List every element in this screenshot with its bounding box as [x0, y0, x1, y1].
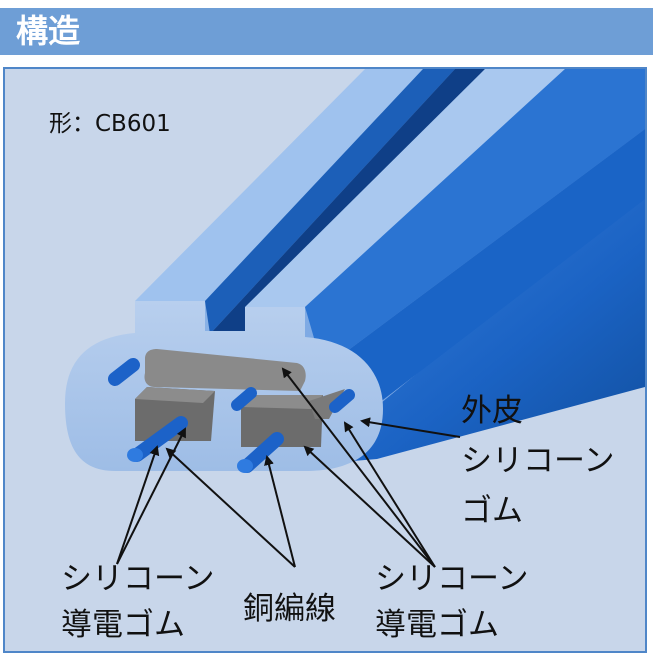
conductive-rubber-top	[144, 349, 306, 391]
cross-section-face	[65, 301, 383, 471]
cable-body	[135, 69, 645, 465]
left-conductive-label-1: シリコーン	[61, 561, 214, 597]
right-conductive-label-2: 導電ゴム	[375, 607, 499, 643]
cable-right-rail	[245, 69, 565, 307]
cable-groove	[210, 69, 485, 334]
cable-left-rail	[135, 69, 423, 301]
diagram-panel: 形：CB601 外皮 シリコーン ゴム シリコーン 導電ゴム 銅編線 シリコーン…	[3, 67, 647, 653]
outer-sheath-label-2: シリコーン	[461, 443, 614, 479]
section-header: 構造	[0, 8, 653, 55]
cable-right-rail-side	[305, 69, 645, 369]
model-label: 形：CB601	[49, 111, 171, 137]
cable-left-rail-side	[205, 69, 455, 334]
conductive-rubber-left-top	[135, 387, 215, 403]
label-arrows	[116, 367, 461, 568]
right-conductive-label-1: シリコーン	[375, 561, 528, 597]
cable-outer-shell	[323, 129, 645, 429]
copper-braid-label: 銅編線	[243, 591, 336, 627]
conductive-rubber-wing	[309, 389, 345, 419]
conductive-rubber-right-top	[241, 395, 323, 409]
outer-sheath-label-3: ゴム	[461, 493, 523, 529]
copper-braid-wires	[108, 358, 355, 473]
cable-cross-section-diagram: 形：CB601 外皮 シリコーン ゴム シリコーン 導電ゴム 銅編線 シリコーン…	[49, 69, 645, 643]
section-title: 構造	[16, 12, 81, 50]
left-conductive-label-2: 導電ゴム	[61, 607, 185, 643]
outer-sheath-label-1: 外皮	[461, 393, 523, 429]
